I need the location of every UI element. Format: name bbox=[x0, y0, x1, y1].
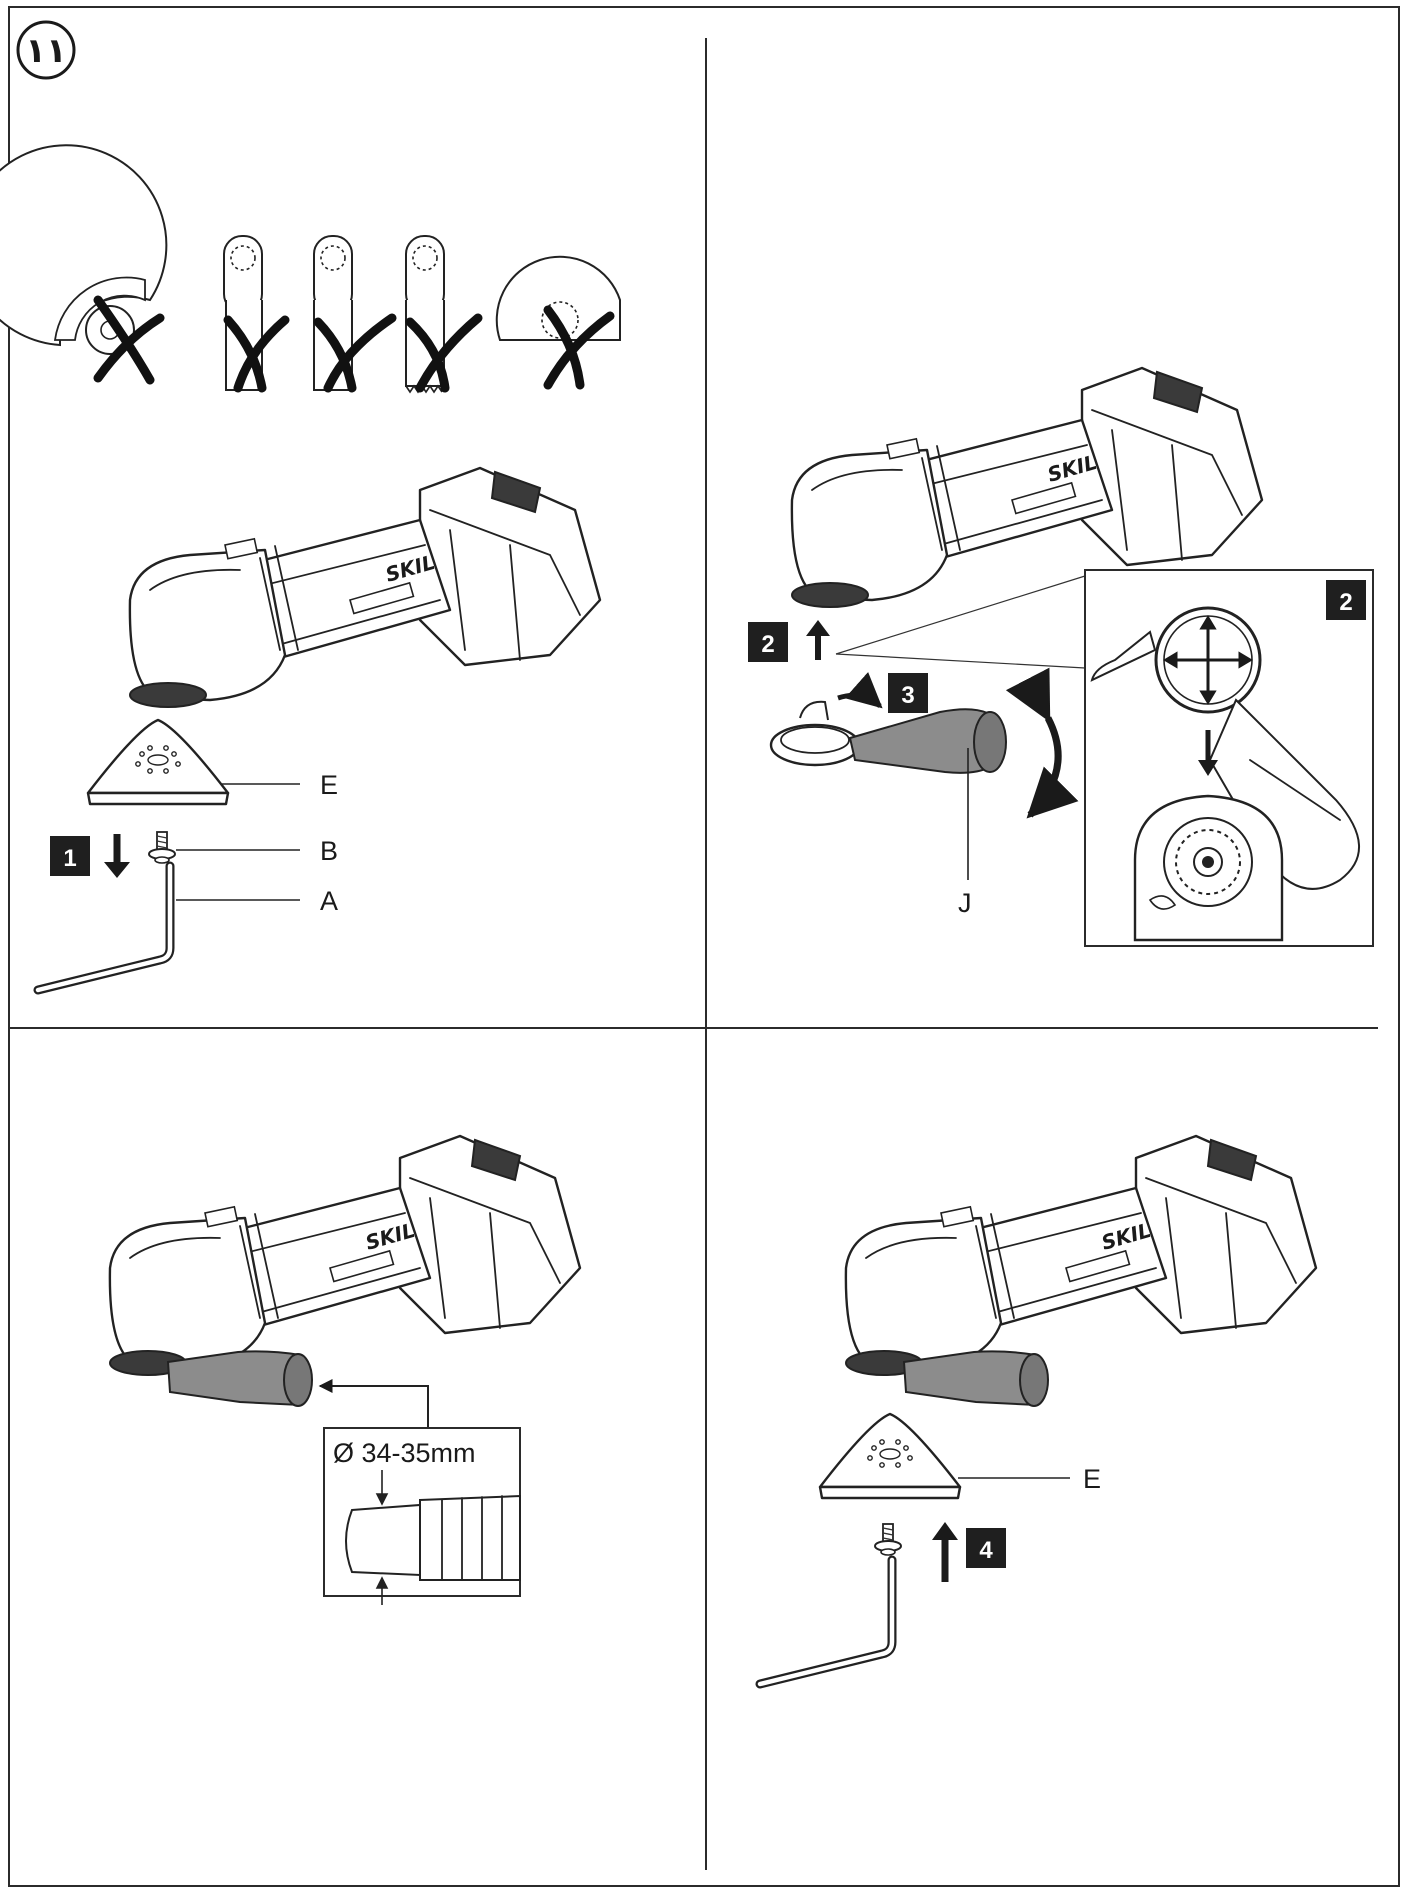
hex-key bbox=[38, 866, 170, 990]
cross-mark-icon bbox=[543, 305, 615, 390]
step-badge-2-detail: 2 bbox=[1326, 580, 1366, 620]
multitool-illustration: SKIL bbox=[790, 366, 1264, 609]
curved-arrow-icon bbox=[837, 671, 883, 709]
dust-adapter-attached bbox=[902, 1350, 1037, 1407]
cross-mark-icon bbox=[313, 313, 397, 393]
panel-2: SKIL 2 3 J bbox=[748, 366, 1374, 947]
page-number-text: ١١ bbox=[25, 31, 67, 71]
sanding-pad bbox=[818, 1412, 962, 1500]
step-badge-3: 3 bbox=[888, 673, 928, 713]
dust-extraction-adapter bbox=[769, 700, 1007, 774]
plunge-blade-1 bbox=[223, 235, 290, 393]
hex-key bbox=[760, 1560, 892, 1684]
label-pad: E bbox=[320, 770, 338, 800]
page-frame bbox=[8, 6, 1400, 1887]
step-badge-4: 4 bbox=[966, 1528, 1006, 1568]
dust-adapter-attached bbox=[166, 1350, 301, 1407]
segment-saw-blade bbox=[0, 144, 168, 385]
svg-text:1: 1 bbox=[63, 845, 76, 872]
step-badge-1: 1 bbox=[50, 836, 90, 876]
cross-mark-icon bbox=[223, 315, 290, 393]
step-badge-2: 2 bbox=[748, 622, 788, 662]
svg-text:4: 4 bbox=[979, 1537, 993, 1564]
screw bbox=[148, 831, 176, 864]
multitool-illustration: SKIL bbox=[108, 1134, 582, 1377]
screw bbox=[874, 1523, 902, 1556]
plunge-blade-3 bbox=[405, 235, 483, 394]
panel-3: SKIL Ø 34-35mm bbox=[108, 1134, 582, 1605]
cross-mark-icon bbox=[405, 313, 483, 393]
panel-1: SKIL E 1 B A bbox=[0, 144, 621, 990]
sanding-pad bbox=[86, 718, 230, 806]
label-screw: B bbox=[320, 836, 338, 866]
hose-diameter-label: Ø 34-35mm bbox=[333, 1438, 476, 1468]
label-pad: E bbox=[1083, 1464, 1101, 1494]
multitool-illustration: SKIL bbox=[128, 466, 602, 709]
plunge-blade-2 bbox=[313, 235, 397, 393]
vacuum-hose bbox=[345, 1494, 521, 1581]
half-round-blade bbox=[495, 255, 621, 390]
svg-text:3: 3 bbox=[901, 682, 914, 709]
curved-arrow-icon bbox=[1005, 667, 1079, 819]
multitool-illustration: SKIL bbox=[844, 1134, 1318, 1377]
label-adapter: J bbox=[958, 888, 972, 918]
svg-text:2: 2 bbox=[761, 631, 774, 658]
cross-mark-icon bbox=[93, 295, 165, 385]
circle-page-number-icon bbox=[16, 20, 76, 80]
detail-inset: 2 bbox=[1084, 569, 1374, 947]
forbidden-accessories bbox=[0, 144, 621, 394]
panel-4: SKIL E 4 bbox=[760, 1134, 1318, 1684]
label-key: A bbox=[320, 886, 338, 916]
page-number: ١١ bbox=[16, 20, 76, 80]
svg-text:2: 2 bbox=[1339, 589, 1352, 616]
